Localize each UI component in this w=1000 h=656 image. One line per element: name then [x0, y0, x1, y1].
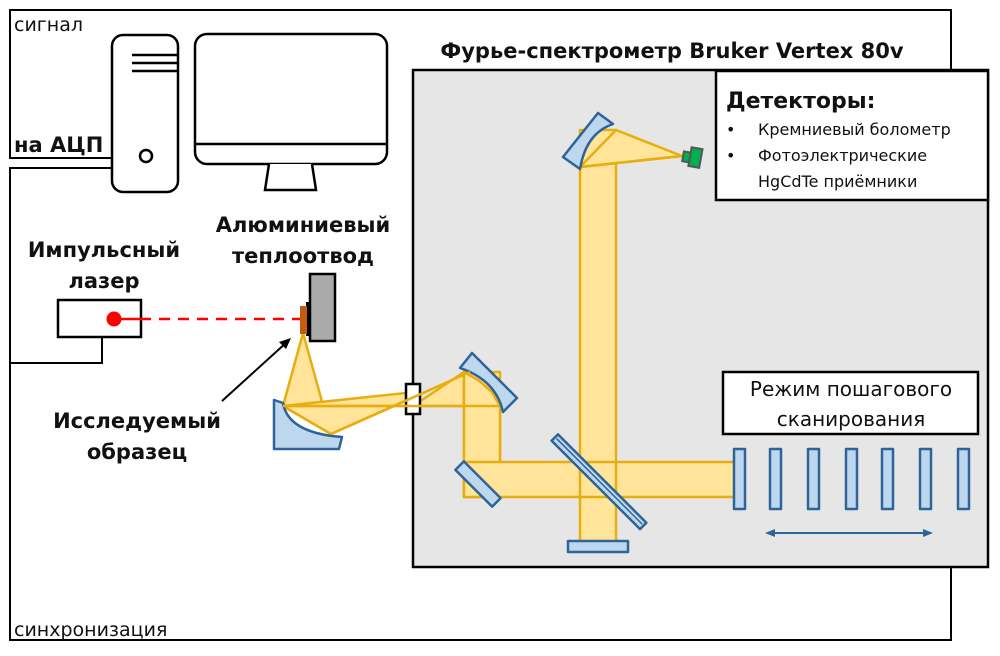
step-scan-box — [721, 370, 980, 436]
detector-bullet-2: • — [726, 146, 735, 165]
double-arrow-icon — [765, 529, 933, 537]
moving-mirror — [732, 447, 747, 511]
detector-item-2: Фотоэлектрические — [758, 146, 927, 165]
step-scan-label-1: Режим пошагового — [750, 377, 952, 401]
beam-detector-edge — [579, 154, 683, 169]
detector-item-1: Кремниевый болометр — [758, 120, 951, 139]
beamsplitter — [550, 433, 648, 531]
sample-pointer-line — [221, 341, 288, 402]
parabolic-mirror-detector — [561, 111, 615, 171]
detectors-box — [714, 69, 990, 202]
laser-label-1: Импульсный — [28, 238, 180, 262]
sync-wire — [9, 167, 952, 641]
beam-parabola-cap — [462, 370, 502, 408]
detector-icon — [681, 146, 704, 170]
aluminum-heatsink — [308, 272, 337, 343]
flat-mirror-fold — [454, 460, 502, 508]
spectrometer-title: Фурье-спектрометр Bruker Vertex 80v — [440, 39, 903, 63]
signal-label: сигнал — [14, 14, 83, 36]
laser-sync-wire — [10, 337, 103, 364]
moving-mirror — [806, 447, 821, 511]
detectors-title: Детекторы: — [726, 89, 875, 114]
heatsink-label-1: Алюминиевый — [216, 213, 390, 237]
detector-item-3: HgCdTe приёмники — [758, 172, 917, 191]
moving-mirror — [768, 447, 783, 511]
step-scan-label-2: сканирования — [777, 407, 926, 431]
beam-edge-lower-over — [330, 370, 471, 436]
moving-mirror-positions — [732, 447, 971, 511]
monitor-icon — [193, 32, 389, 192]
sample-mount — [306, 302, 311, 336]
moving-mirror — [918, 447, 933, 511]
adc-label: на АЦП — [14, 133, 103, 157]
fixed-mirror — [566, 539, 630, 554]
sample — [300, 306, 307, 334]
sync-label: синхронизация — [14, 619, 167, 641]
arrow-head-icon — [279, 338, 291, 349]
sample-label-2: образец — [87, 440, 187, 464]
laser-aperture-icon — [106, 311, 122, 327]
desktop-tower-icon — [110, 33, 180, 194]
signal-wire — [9, 9, 952, 159]
sample-label-1: Исследуемый — [53, 409, 221, 433]
moving-mirror — [844, 447, 859, 511]
laser-label-2: лазер — [68, 269, 139, 293]
moving-mirror — [956, 447, 971, 511]
moving-mirror — [880, 447, 895, 511]
detector-bullet-1: • — [726, 120, 735, 139]
heatsink-label-2: теплоотвод — [232, 244, 374, 268]
